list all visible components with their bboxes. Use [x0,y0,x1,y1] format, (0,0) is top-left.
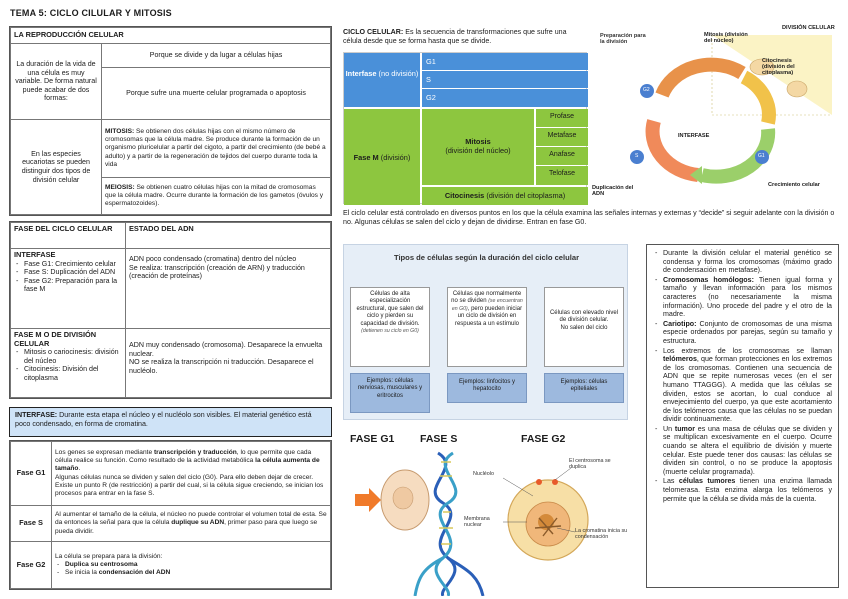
estado-adn-header: ESTADO DEL ADN [125,222,331,249]
telofase-row: Telofase [536,166,588,185]
tipo-1: Células de alta especialización estructu… [350,287,430,367]
fase-m-cell: FASE M O DE DIVISIÓN CELULAR Mitosis o c… [10,328,126,398]
label-mitosis: Mitosis (división del núcleo) [704,32,748,44]
note-telomerasa: Las células tumores tienen una enzima ll… [655,477,832,503]
mitosis-definition: MITOSIS: Se obtienen dos células hijas c… [101,119,331,178]
label-duplicacion: Duplicación del ADN [592,185,634,197]
note-cariotipo: Cariotipo: Conjunto de cromosomas de una… [655,320,832,346]
ejemplo-3: Ejemplos: células epiteliales [544,373,624,403]
ejemplo-2: Ejemplos: linfocitos y hepatocito [447,373,527,403]
note-homologos: Cromosomas homólogos: Tienen igual forma… [655,276,832,319]
reproduccion-section: LA REPRODUCCIÓN CELULAR La duración de l… [9,26,332,216]
s-row: S [422,71,588,88]
note-telomeros: Los extremos de los cromosomas se llaman… [655,347,832,424]
badge-s: S [635,153,639,159]
interfase-block: Interfase (no división) [344,53,420,107]
fase-m-state: ADN muy condensado (cromosoma). Desapare… [125,328,331,398]
label-nucleolo: Nucléolo [473,471,494,477]
control-text: El ciclo celular está controlado en dive… [343,209,835,226]
label-centrosoma: El centrosoma se duplica [569,458,611,470]
citocinesis-row: Citocinesis (división del citoplasma) [422,187,588,205]
fase-g2-title: FASE G2 [521,433,566,445]
fase-ciclo-table: FASE DEL CICLO CELULAR ESTADO DEL ADN IN… [9,221,332,399]
ejemplo-1: Ejemplos: células nerviosas, musculares … [350,373,430,413]
label-division-celular: DIVISIÓN CELULAR [782,25,835,31]
tipo-2: Células que normalmente no se dividen (s… [447,287,527,367]
note-condensacion: Durante la división celular el material … [655,249,832,275]
label-membrana: Membrana nuclear [464,516,490,528]
fase-g1-title: FASE G1 [350,433,395,445]
cycle-diagram-graphic [630,35,832,184]
page-title: TEMA 5: CICLO CILULAR Y MITOSIS [10,8,172,18]
interfase-highlight: INTERFASE: Durante esta etapa el núcleo … [9,407,332,437]
label-citocinesis: Citocinesis (división del citoplasma) [762,58,795,76]
fase-g1-label: Fase G1 [10,441,52,506]
badge-g1: G1 [758,153,765,159]
label-preparacion: Preparación para la división [600,33,646,45]
fase-g1-text: Los genes se expresan mediante transcrip… [51,441,331,506]
fase-g2-label: Fase G2 [10,541,52,589]
arrow-icon [355,488,381,512]
label-crecimiento: Crecimiento celular [768,182,820,188]
fase-s-title: FASE S [420,433,458,445]
label-cromatina: La cromatina inicia su condensación [575,528,628,540]
note-tumor: Un tumor es una masa de células que se d… [655,425,832,477]
mitosis-block: Mitosis(división del núcleo) [422,109,534,185]
fase-m-block: Fase M (división) [344,109,420,205]
anafase-row: Anafase [536,147,588,165]
fase-s-text: Al aumentar el tamaño de la célula, el n… [51,505,331,542]
cycle-diagram: DIVISIÓN CELULAR Preparación para la div… [592,25,836,205]
metafase-row: Metafase [536,128,588,146]
meiosis-definition: MEIOSIS: Se obtienen cuatro células hija… [101,177,331,215]
g2-row: G2 [422,89,588,107]
right-notes: Durante la división celular el material … [646,244,839,588]
profase-row: Profase [536,109,588,127]
tipos-title: Tipos de células según la duración del c… [393,253,580,262]
fases-interfase-table: Fase G1 Los genes se expresan mediante t… [9,440,332,590]
tipos-celulas-diagram: Tipos de células según la duración del c… [343,244,628,420]
ciclo-table: Interfase (no división) G1 S G2 Fase M (… [343,52,588,205]
muerte-opcion-division: Porque se divide y da lugar a células hi… [101,43,331,68]
tipos-division-intro: En las especies eucariotas se pueden dis… [10,119,102,215]
reproduccion-intro: La duración de la vida de una célula es … [10,43,102,120]
badge-g2: G2 [643,87,650,93]
reproduccion-header: LA REPRODUCCIÓN CELULAR [10,27,331,44]
tipo-3: Células con elevado nivel de división ce… [544,287,624,367]
fases-illustration [355,451,589,596]
fase-ciclo-header: FASE DEL CICLO CELULAR [10,222,126,249]
g1-row: G1 [422,53,588,70]
fase-s-label: Fase S [10,505,52,542]
ciclo-celular-definition: CICLO CELULAR: Es la secuencia de transf… [343,28,567,45]
label-interfase: INTERFASE [678,133,710,139]
interfase-cell: INTERFASE Fase G1: Crecimiento celular F… [10,248,126,329]
muerte-opcion-apoptosis: Porque sufre una muerte celular programa… [101,67,331,120]
fase-g2-text: La célula se prepara para la división: D… [51,541,331,589]
interfase-state: ADN poco condensado (cromatina) dentro d… [125,248,331,329]
